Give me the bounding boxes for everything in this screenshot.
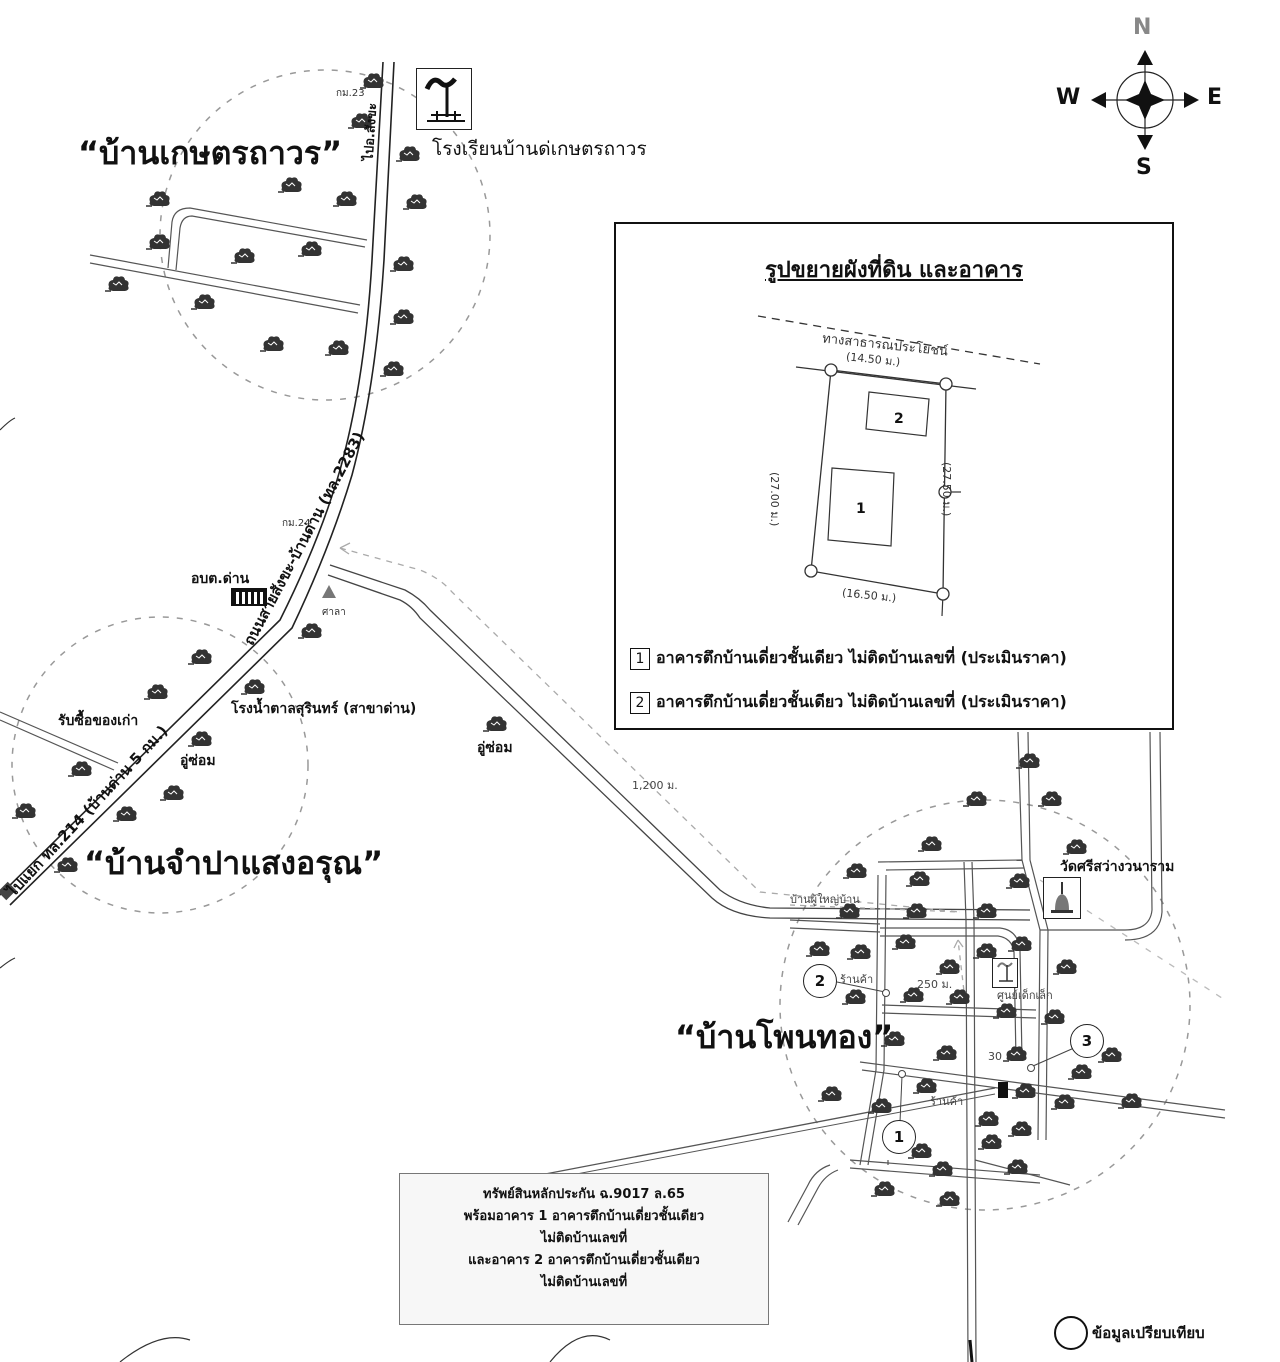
government-building-icon (231, 588, 267, 606)
building-1-number-box: 1 (630, 647, 650, 670)
village-area-phon-thong (779, 799, 1191, 1211)
subject-property-marker (998, 1082, 1008, 1098)
distance-250-label: 250 ม. (917, 978, 953, 991)
land-plan-diagram: 2 1 (757, 315, 1041, 617)
comparison-circle-icon (1054, 1316, 1088, 1350)
school-icon (416, 68, 472, 130)
note-line-5: ไม่ติดบ้านเลขที่ (540, 1275, 628, 1290)
compass-east: E (1207, 85, 1223, 110)
building-1-number: 1 (856, 501, 866, 517)
reference-marker-2[interactable]: 2 (803, 964, 837, 998)
building-2-outline (865, 391, 930, 437)
note-line-3: ไม่ติดบ้านเลขที่ (540, 1231, 628, 1246)
side-roads-kaset (89, 207, 368, 314)
scrap-buyer-label: รับซื้อของเก่า (58, 713, 139, 729)
headman-house-label: บ้านผู้ใหญ่บ้าน (790, 893, 860, 906)
side-roads-champa (0, 711, 119, 771)
temple-label: วัดศรีสว่างวนาราม (1060, 859, 1175, 875)
school-label: โรงเรียนบ้านด่เกษตรถาวร (432, 138, 647, 160)
village-area-champa (11, 616, 309, 914)
sala-icon (322, 585, 336, 598)
note-line-4: และอาคาร 2 อาคารตึกบ้านเดี่ยวชั้นเดียว (468, 1253, 700, 1268)
compass-rose: N S W E (1050, 15, 1250, 185)
distance-1200-label: 1,200 ม. (632, 779, 678, 792)
km24-marker: กม.24 (282, 518, 311, 529)
route-dashed-1200 (339, 547, 961, 913)
compass-icon (1091, 50, 1199, 150)
pointer-line (539, 1087, 996, 1176)
building-legend-2: 2 อาคารตึกบ้านเดี่ยวชั้นเดียว ไม่ติดบ้าน… (630, 690, 1067, 715)
road-to-phon-thong (327, 564, 1031, 921)
main-road (0, 61, 395, 906)
shop-2-label: ร้านค้า (840, 973, 874, 986)
building-1-description: อาคารตึกบ้านเดี่ยวชั้นเดียว ไม่ติดบ้านเล… (656, 648, 1067, 667)
building-1-outline (827, 467, 895, 547)
road-label-to-sangkha: ไปอ.สังขะ (361, 102, 381, 162)
collateral-note: ทรัพย์สินหลักประกัน ฉ.9017 ล.65 พร้อมอาค… (399, 1173, 769, 1325)
inset-title: รูปขยายผังที่ดิน และอาคาร (764, 258, 1023, 283)
note-line-2: พร้อมอาคาร 1 อาคารตึกบ้านเดี่ยวชั้นเดียว (463, 1209, 705, 1224)
km23-marker: กม.23 (336, 88, 365, 99)
building-2-number: 2 (894, 411, 904, 427)
dimension-right: (27.50 ม.) (940, 462, 953, 517)
repair-shop-2-label: อู่ซ่อม (477, 740, 513, 756)
sugar-factory-label: โรงน้ำตาลสุรินทร์ (สาขาด่าน) (231, 701, 417, 717)
land-plan-inset: รูปขยายผังที่ดิน และอาคาร 2 1 ทางสาธารณป… (614, 222, 1174, 730)
distance-30-label: 30 (988, 1050, 1002, 1063)
child-center-label: ศูนย์เด็กเล็ก (997, 989, 1053, 1002)
temple-icon (1043, 877, 1081, 919)
reference-marker-1[interactable]: 1 (882, 1120, 916, 1154)
repair-shop-1-label: อู่ซ่อม (180, 753, 216, 769)
building-2-description: อาคารตึกบ้านเดี่ยวชั้นเดียว ไม่ติดบ้านเล… (656, 692, 1067, 711)
road-end-marker (0, 881, 17, 901)
village-label-phon-thong: “บ้านโพนทอง” (675, 1018, 894, 1056)
reference-marker-3[interactable]: 3 (1070, 1024, 1104, 1058)
village-label-champa: “บ้านจำปาแสงอรุณ” (84, 844, 384, 882)
compass-north: N (1133, 15, 1152, 40)
sao-dan-label: อบต.ด่าน (191, 571, 250, 587)
dimension-left: (27.00 ม.) (768, 472, 781, 527)
compass-west: W (1056, 85, 1081, 110)
compass-south: S (1136, 155, 1152, 180)
comparison-legend-label: ข้อมูลเปรียบเทียบ (1092, 1324, 1205, 1342)
shop-1-label: ร้านค้า (930, 1095, 964, 1108)
building-legend-1: 1 อาคารตึกบ้านเดี่ยวชั้นเดียว ไม่ติดบ้าน… (630, 646, 1067, 671)
building-2-number-box: 2 (630, 691, 650, 714)
village-label-kaset-thawon: “บ้านเกษตรถาวร” (78, 134, 343, 172)
note-line-1: ทรัพย์สินหลักประกัน ฉ.9017 ล.65 (483, 1187, 685, 1202)
child-center-icon (992, 958, 1018, 988)
sala-label: ศาลา (322, 607, 346, 618)
comparison-legend: ข้อมูลเปรียบเทียบ (1054, 1316, 1205, 1350)
